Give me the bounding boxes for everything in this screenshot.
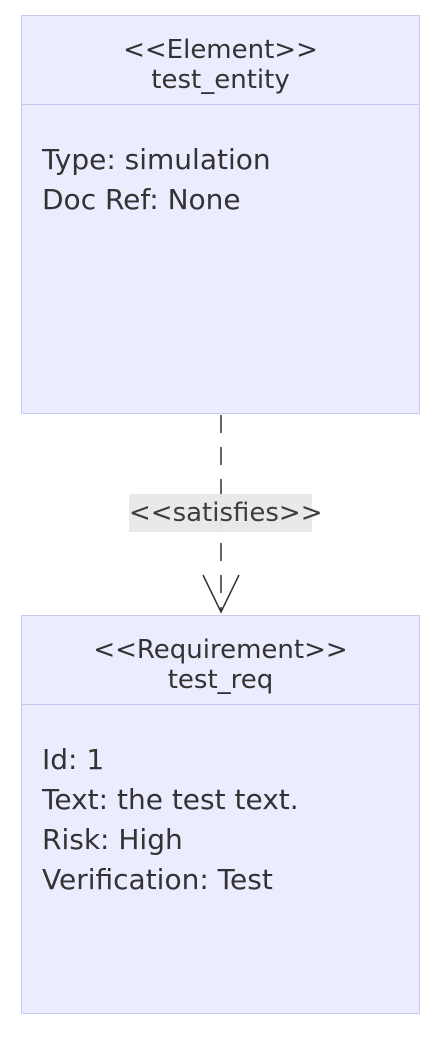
element-name: test_entity <box>151 65 290 95</box>
requirement-name: test_req <box>167 665 274 695</box>
requirement-node-test-req[interactable]: <<Requirement>> test_req Id: 1 Text: the… <box>21 615 420 1014</box>
requirement-stereotype: <<Requirement>> <box>93 635 348 665</box>
element-node-test-entity[interactable]: <<Element>> test_entity Type: simulation… <box>21 15 420 414</box>
requirement-node-body: Id: 1 Text: the test text. Risk: High Ve… <box>22 705 419 900</box>
element-node-body: Type: simulation Doc Ref: None <box>22 105 419 220</box>
satisfies-edge-label: <<satisfies>> <box>129 494 323 532</box>
requirement-node-header: <<Requirement>> test_req <box>22 616 419 705</box>
requirement-attribute-id: Id: 1 <box>42 743 105 776</box>
element-attribute-type: Type: simulation <box>42 143 271 176</box>
element-stereotype: <<Element>> <box>123 35 318 65</box>
satisfies-arrowhead <box>202 574 240 614</box>
requirement-attribute-risk: Risk: High <box>42 823 183 856</box>
requirement-attribute-text: Text: the test text. <box>42 783 299 816</box>
element-attribute-doc-ref: Doc Ref: None <box>42 183 241 216</box>
element-node-header: <<Element>> test_entity <box>22 16 419 105</box>
requirement-attribute-verification: Verification: Test <box>42 863 273 896</box>
